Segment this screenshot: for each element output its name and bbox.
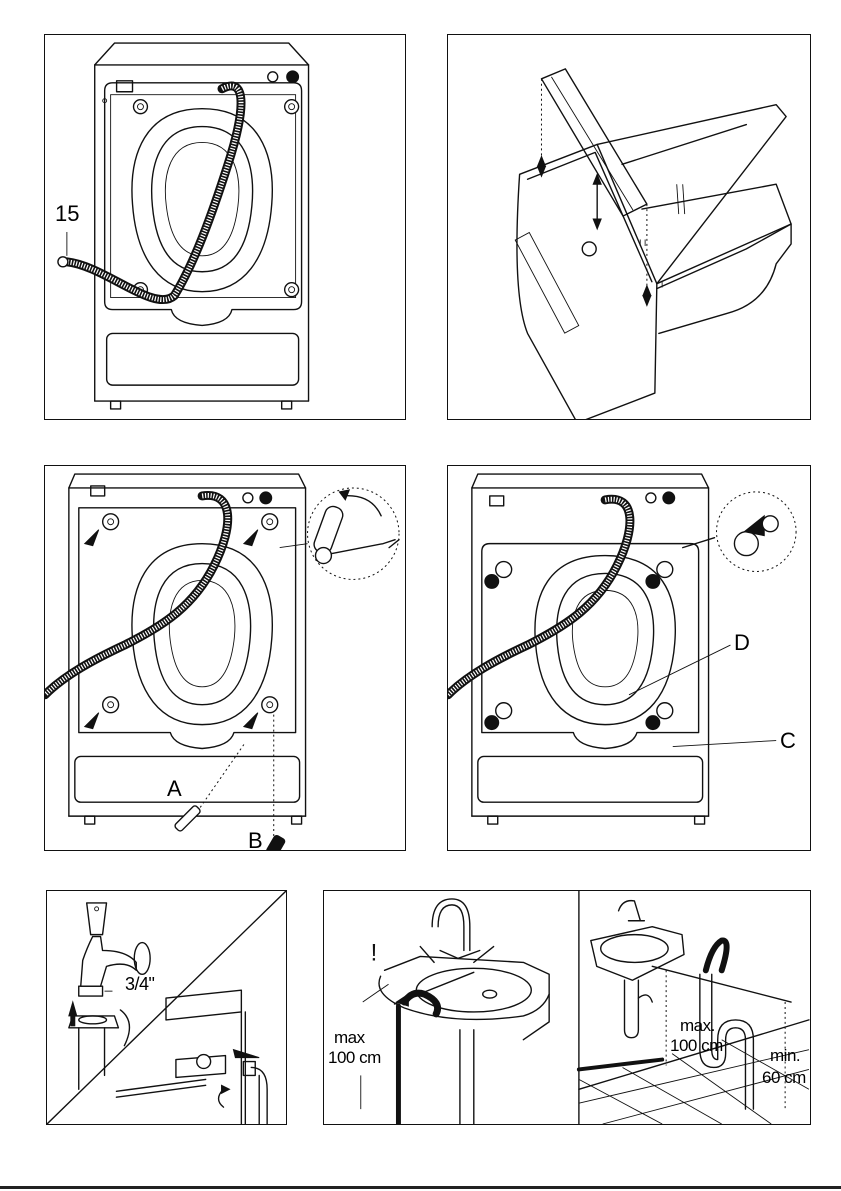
washing-machine-rear-drawing	[45, 35, 405, 419]
figure-dispenser-drawer: I I I	[447, 34, 811, 420]
thread-size-label: 3/4"	[125, 975, 154, 993]
spacer-label-b: B	[248, 830, 263, 851]
figure-remove-transit-bolts: A B	[44, 465, 406, 851]
figure-drain-hose: ! max 100 cm max. 100 cm min. 60 cm	[323, 890, 811, 1125]
pipe-max-value: 100 cm	[670, 1037, 723, 1054]
cap-insertion-drawing	[448, 466, 810, 850]
part-number-label: 15	[55, 203, 79, 225]
cap-label-c: C	[780, 730, 796, 752]
drain-hose-drawing: !	[324, 891, 810, 1124]
svg-text:I: I	[661, 280, 663, 290]
svg-text:I I: I I	[639, 238, 646, 248]
figure-water-inlet: 3/4"	[46, 890, 287, 1125]
bolt-label-a: A	[167, 778, 182, 800]
transit-bolt-removal-drawing	[45, 466, 405, 850]
hole-cover-label-d: D	[734, 632, 750, 654]
figure-rear-hose: 15	[44, 34, 406, 420]
pipe-min-value: 60 cm	[762, 1069, 806, 1086]
sink-max-value: 100 cm	[328, 1049, 381, 1066]
pipe-min-label: min.	[770, 1047, 800, 1064]
page-bottom-rule	[0, 1186, 841, 1189]
warning-mark: !	[371, 939, 378, 966]
pipe-max-label: max.	[680, 1017, 715, 1034]
sink-max-label: max	[334, 1029, 365, 1046]
water-inlet-drawing	[47, 891, 286, 1124]
dispenser-drawer-drawing: I I I	[448, 35, 810, 419]
figure-insert-caps: D C	[447, 465, 811, 851]
